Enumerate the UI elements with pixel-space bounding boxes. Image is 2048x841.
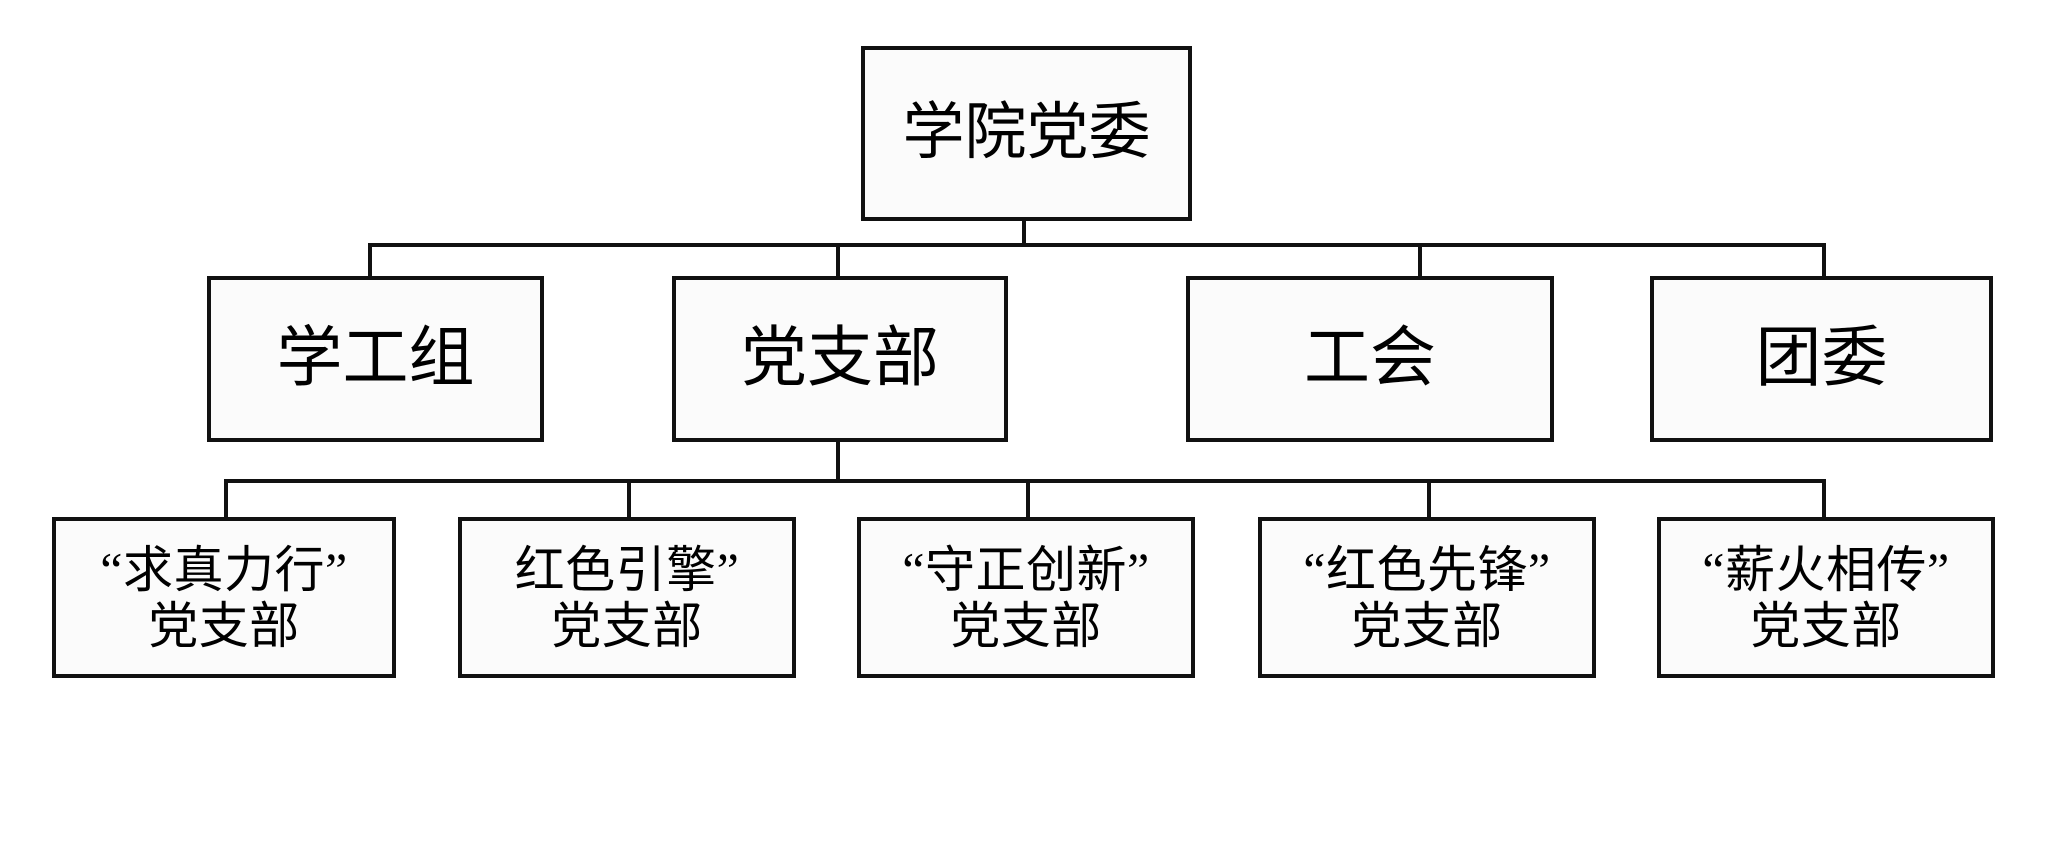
connector-drop-t3-0 xyxy=(224,479,228,519)
connector-drop-t2-1 xyxy=(836,243,840,278)
node-branch-hongse-yinqing[interactable]: 红色引擎” 党支部 xyxy=(458,517,796,678)
connector-drop-t2-3 xyxy=(1822,243,1826,278)
node-party-branch[interactable]: 党支部 xyxy=(672,276,1008,442)
node-youth-league-committee[interactable]: 团委 xyxy=(1650,276,1993,442)
connector-drop-t3-1 xyxy=(627,479,631,519)
connector-branch-stem xyxy=(836,440,840,482)
node-labor-union[interactable]: 工会 xyxy=(1186,276,1554,442)
node-branch-qiuzhen-lixing[interactable]: “求真力行” 党支部 xyxy=(52,517,396,678)
node-branch-hongse-xianfeng[interactable]: “红色先锋” 党支部 xyxy=(1258,517,1596,678)
node-branch-xinhuo-xiangchuan[interactable]: “薪火相传” 党支部 xyxy=(1657,517,1995,678)
connector-root-stem xyxy=(1022,219,1026,247)
connector-tier3-bus xyxy=(224,479,1824,483)
connector-drop-t3-2 xyxy=(1026,479,1030,519)
connector-drop-t3-3 xyxy=(1427,479,1431,519)
connector-drop-t2-0 xyxy=(368,243,372,278)
connector-tier2-bus xyxy=(368,243,1826,247)
connector-drop-t2-2 xyxy=(1418,243,1422,278)
node-branch-shouzheng-chuangxin[interactable]: “守正创新” 党支部 xyxy=(857,517,1195,678)
node-root-party-committee[interactable]: 学院党委 xyxy=(861,46,1192,221)
node-student-affairs-group[interactable]: 学工组 xyxy=(207,276,544,442)
connector-drop-t3-4 xyxy=(1822,479,1826,519)
